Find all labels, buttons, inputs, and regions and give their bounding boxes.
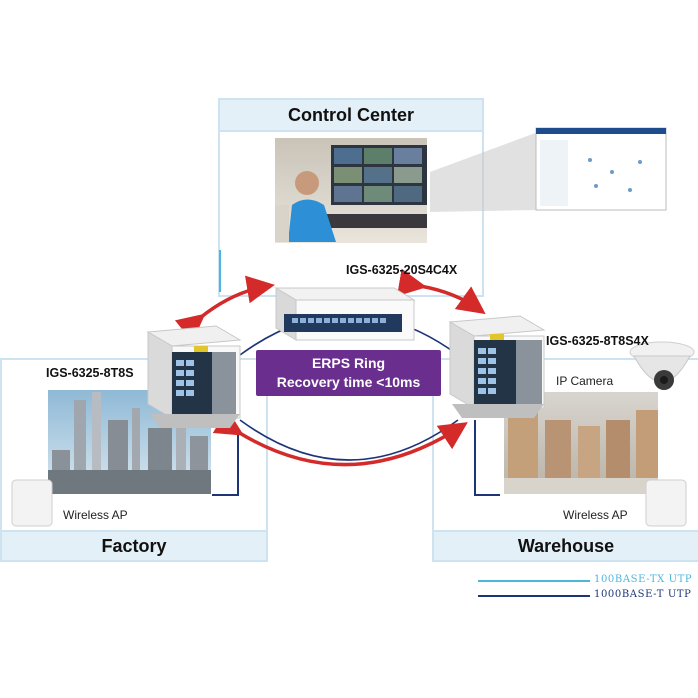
center-switch-label: IGS-6325-20S4C4X: [346, 263, 458, 277]
legend-gig-label: 1000BASE-T UTP: [594, 589, 692, 600]
left-switch-pedestal: [146, 325, 242, 428]
ip-camera-device: [629, 341, 695, 390]
erps-line-2: Recovery time <10ms: [276, 374, 421, 390]
web-ui-screenshot: [430, 127, 667, 212]
wireless-ap-left-label: Wireless AP: [63, 508, 128, 522]
center-switch-pedestal: [274, 287, 416, 341]
left-switch-label: IGS-6325-8T8S: [46, 366, 134, 380]
legend-fast-label: 100BASE-TX UTP: [594, 574, 693, 585]
wireless-ap-right-label: Wireless AP: [563, 508, 628, 522]
wireless-ap-right-device: [645, 479, 687, 527]
control-room-photo: [275, 138, 427, 243]
erps-line-1: ERPS Ring: [311, 355, 386, 371]
control-center-title: Control Center: [220, 100, 482, 132]
wireless-ap-left-device: [11, 479, 53, 527]
ip-camera-label: IP Camera: [553, 374, 617, 388]
erps-ring-box: ERPS Ring Recovery time <10ms: [256, 350, 441, 396]
arrow-bottom: [212, 409, 468, 467]
arrow-left-top: [174, 275, 275, 343]
ring-arrows: [174, 268, 486, 467]
warehouse-title: Warehouse: [434, 530, 698, 560]
factory-title: Factory: [2, 530, 266, 560]
right-switch-label: IGS-6325-8T8S4X: [546, 334, 649, 348]
arrow-right-top: [396, 268, 486, 315]
right-switch-pedestal: [448, 315, 546, 418]
